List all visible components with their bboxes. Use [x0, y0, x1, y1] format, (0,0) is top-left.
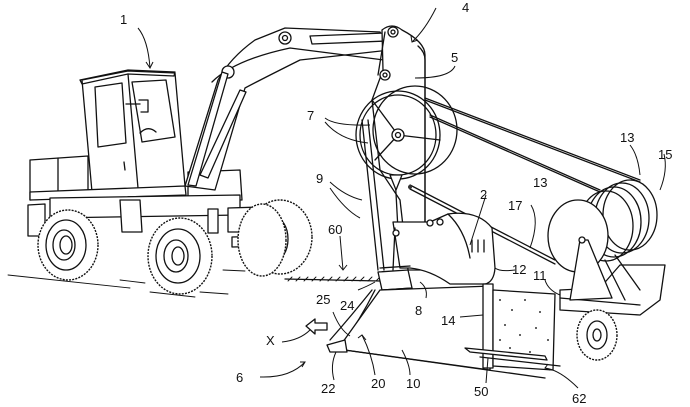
- label-X: X: [266, 333, 275, 348]
- cables: [408, 97, 641, 265]
- direction-arrow: [305, 318, 328, 335]
- label-12: 12: [512, 262, 526, 277]
- label-14: 14: [441, 313, 455, 328]
- trench-tool: [305, 269, 561, 379]
- excavator: [27, 69, 276, 248]
- label-1: 1: [120, 12, 127, 27]
- label-22: 22: [321, 381, 335, 396]
- bucket-housing: [379, 212, 496, 285]
- label-11: 11: [533, 268, 547, 283]
- reference-labels: 1 4 5 7 9 13 13 15 2 17 60 12 11 25 24 8…: [120, 0, 672, 406]
- label-13-front: 13: [533, 175, 547, 190]
- label-10: 10: [406, 376, 420, 391]
- label-13-rear: 13: [620, 130, 634, 145]
- wheels: [37, 199, 313, 295]
- label-8: 8: [415, 303, 422, 318]
- boom: [184, 27, 391, 191]
- ground-hatch: [287, 276, 381, 282]
- label-6: 6: [236, 370, 243, 385]
- wheel-middle: [147, 217, 213, 295]
- wheel-front: [237, 199, 313, 277]
- label-2: 2: [480, 187, 487, 202]
- winch-trailer: [547, 179, 666, 361]
- label-4: 4: [462, 0, 469, 15]
- label-5: 5: [451, 50, 458, 65]
- label-24: 24: [340, 298, 354, 313]
- label-7: 7: [307, 108, 314, 123]
- leader-lines: [137, 7, 666, 389]
- label-20: 20: [371, 376, 385, 391]
- label-62: 62: [572, 391, 586, 406]
- arm: [355, 25, 458, 271]
- label-17: 17: [508, 198, 522, 213]
- label-25: 25: [316, 292, 330, 307]
- label-60: 60: [328, 222, 342, 237]
- label-50: 50: [474, 384, 488, 399]
- wheel-rear: [37, 209, 99, 281]
- label-15: 15: [658, 147, 672, 162]
- label-9: 9: [316, 171, 323, 186]
- ground-lines: [7, 269, 381, 298]
